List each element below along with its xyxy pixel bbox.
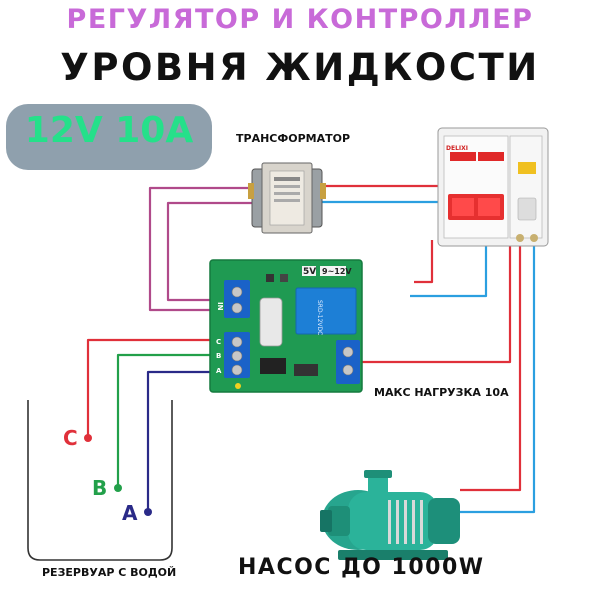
probe-b-label: B xyxy=(92,476,107,500)
relay-label: SRD-12VDC xyxy=(316,300,323,335)
title-line-1: РЕГУЛЯТОР И КОНТРОЛЛЕР xyxy=(66,4,534,35)
wire-probe-b xyxy=(116,353,220,488)
wire-probe-a xyxy=(146,370,220,512)
jumper-range-label: 9~12V xyxy=(322,267,352,276)
probe-a-label: A xyxy=(122,501,138,525)
spec-badge xyxy=(6,104,212,170)
wire-red-pump xyxy=(460,236,522,492)
circuit-breaker xyxy=(437,127,549,247)
wire-purple-1 xyxy=(148,186,252,312)
reservoir-label: РЕЗЕРВУАР С ВОДОЙ xyxy=(42,566,177,579)
wire-blue-pump xyxy=(460,236,536,514)
wire-red-relay xyxy=(358,236,512,364)
probe-c-dot xyxy=(84,434,92,442)
breaker-brand: DELIXI xyxy=(446,145,468,152)
wire-blue-board xyxy=(410,240,488,298)
jumper-5v-label: 5V xyxy=(303,267,316,277)
probe-a-dot xyxy=(144,508,152,516)
max-load-label: МАКС НАГРУЗКА 10А xyxy=(374,386,509,399)
spec-badge-label: 12V 10A xyxy=(24,110,194,151)
title-line-2: УРОВНЯ ЖИДКОСТИ xyxy=(60,46,540,89)
pump xyxy=(320,470,460,560)
probes xyxy=(84,434,152,516)
probe-b-dot xyxy=(114,484,122,492)
wires xyxy=(86,184,536,514)
terminal-pin-a: A xyxy=(216,367,222,375)
transformer-label: ТРАНСФОРМАТОР xyxy=(236,132,351,145)
reservoir xyxy=(27,400,173,561)
wire-probe-c xyxy=(86,338,220,438)
transformer xyxy=(248,162,326,234)
wire-purple-2 xyxy=(166,201,252,302)
control-board xyxy=(209,259,363,393)
wire-red-board xyxy=(414,240,434,284)
terminal-in-label: IN xyxy=(216,302,224,311)
probe-c-label: C xyxy=(63,426,78,450)
terminal-pin-b: B xyxy=(216,352,221,360)
pump-label: НАСОС ДО 1000W xyxy=(238,555,485,580)
terminal-pin-c: C xyxy=(216,338,221,346)
